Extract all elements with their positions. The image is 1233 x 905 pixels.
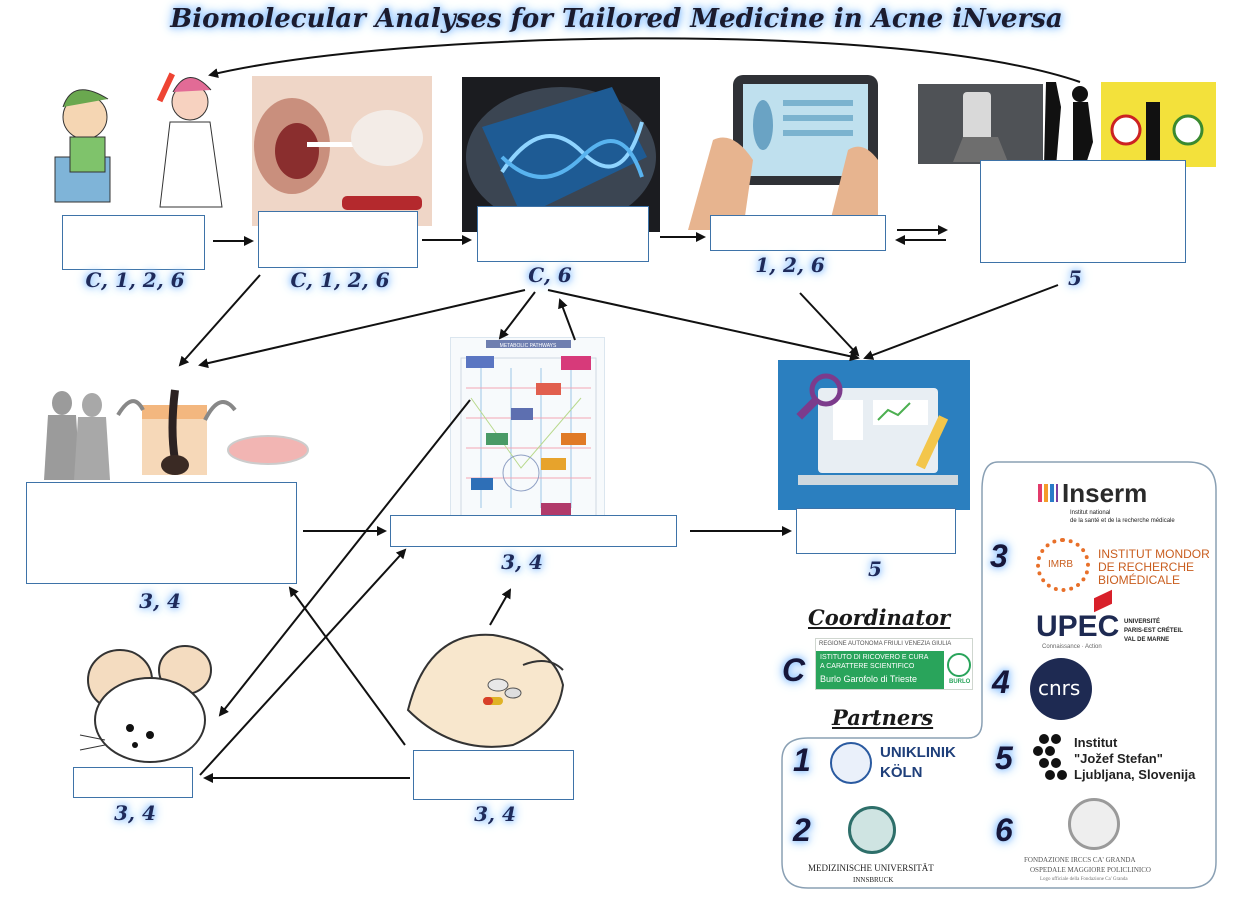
partner5-number: 5 bbox=[995, 740, 1013, 776]
pathways-label: 3, 4 bbox=[501, 550, 543, 574]
mouse-label: 3, 4 bbox=[114, 801, 156, 825]
child-vaccination-illustration bbox=[45, 62, 235, 222]
partner6-number: 6 bbox=[995, 812, 1013, 848]
analytics-label: 5 bbox=[868, 557, 882, 581]
partner4-number: 4 bbox=[992, 664, 1010, 700]
tablet-app-illustration bbox=[688, 70, 888, 230]
lifestyle-photos bbox=[918, 82, 1216, 170]
partners-heading: Partners bbox=[832, 705, 934, 730]
inserm-bars-icon bbox=[1038, 484, 1058, 502]
arrow-step3-pathways-left bbox=[498, 291, 536, 340]
metabolic-pathways-map: METABOLIC PATHWAYS bbox=[450, 337, 605, 527]
partner3-number: 3 bbox=[990, 538, 1008, 574]
burlo-badge-icon bbox=[947, 653, 971, 677]
pathways-header: METABOLIC PATHWAYS bbox=[500, 343, 557, 349]
burlo-line3: A CARATTERE SCIENTIFICO bbox=[820, 663, 915, 670]
arrow-step3-skin bbox=[198, 289, 526, 369]
step2-box bbox=[258, 211, 418, 268]
arrow-drug-skin bbox=[288, 586, 406, 746]
partner2-name: MEDIZINISCHE UNIVERSITÄT bbox=[808, 863, 934, 873]
ca-granda-seal-icon bbox=[1068, 798, 1120, 850]
burlo-line4: Burlo Garofolo di Trieste bbox=[820, 674, 918, 684]
burlo-green-band bbox=[816, 651, 944, 689]
burlo-line1: REGIONE AUTONOMA FRIULI VENEZIA GIULIA bbox=[819, 641, 952, 647]
uniklinik-logo-icon bbox=[830, 742, 872, 784]
partner6-line2: OSPEDALE MAGGIORE POLICLINICO bbox=[1030, 866, 1151, 874]
arrow-pathways-step3 bbox=[558, 298, 576, 341]
skin-box bbox=[26, 482, 297, 584]
pathways-box bbox=[390, 515, 677, 547]
partner2-number: 2 bbox=[793, 812, 811, 848]
step3-label: C, 6 bbox=[528, 263, 572, 287]
arrow-drug-pathways bbox=[489, 588, 511, 626]
partner5-line2: "Jožef Stefan" bbox=[1074, 751, 1163, 766]
upec-tag: Connaissance · Action bbox=[1042, 644, 1102, 650]
mouse-illustration bbox=[75, 640, 225, 770]
upec-line2: PARIS-EST CRÉTEIL bbox=[1124, 628, 1183, 634]
partners-panel-outline bbox=[781, 461, 1217, 889]
arrow-step5-analytics bbox=[863, 284, 1059, 360]
coordinator-letter: C bbox=[782, 652, 806, 688]
step1-box bbox=[62, 215, 205, 270]
step4-box bbox=[710, 215, 886, 251]
arrow-step4-analytics bbox=[799, 292, 860, 357]
step3-box bbox=[477, 206, 649, 262]
step5-label: 5 bbox=[1068, 266, 1082, 290]
imrb-line1: INSTITUT MONDOR bbox=[1098, 547, 1210, 561]
partner6-line1: FONDAZIONE IRCCS CA' GRANDA bbox=[1024, 856, 1136, 864]
skin-culture-illustration bbox=[40, 385, 310, 480]
upec-line3: VAL DE MARNE bbox=[1124, 637, 1170, 643]
imrb-line2: DE RECHERCHE bbox=[1098, 560, 1195, 574]
imrb-badge-icon bbox=[1036, 538, 1090, 592]
upec-line1: UNIVERSITÉ bbox=[1124, 619, 1161, 625]
partner1-name2: KÖLN bbox=[880, 764, 923, 781]
partner6-line3: Logo ufficiale della Fondazione Ca' Gran… bbox=[1040, 877, 1128, 882]
imrb-line3: BIOMÉDICALE bbox=[1098, 573, 1181, 587]
partner2-sub: INNSBRUCK bbox=[853, 876, 894, 884]
mouse-box bbox=[73, 767, 193, 798]
step2-label: C, 1, 2, 6 bbox=[290, 268, 390, 292]
step5-box bbox=[980, 160, 1186, 263]
partner5-line1: Institut bbox=[1074, 735, 1118, 750]
cnrs-logo-icon bbox=[1030, 658, 1092, 720]
step1-label: C, 1, 2, 6 bbox=[85, 268, 185, 292]
jozef-stefan-dots-icon bbox=[1033, 734, 1067, 780]
arrow-step3-analytics bbox=[547, 289, 860, 362]
burlo-line2: ISTITUTO DI RICOVERO E CURA bbox=[820, 654, 929, 661]
coordinator-heading: Coordinator bbox=[808, 605, 951, 630]
partner5-line3: Ljubljana, Slovenija bbox=[1074, 767, 1196, 782]
drug-box bbox=[413, 750, 574, 800]
inserm-sub1: Institut national bbox=[1070, 510, 1111, 516]
partner1-number: 1 bbox=[793, 742, 811, 778]
imrb-badge: IMRB bbox=[1048, 559, 1073, 570]
arrow-pathways-mouse bbox=[218, 399, 471, 717]
arrow-mouse-pathways bbox=[199, 548, 407, 776]
partner1-name1: UNIKLINIK bbox=[880, 744, 956, 761]
data-analytics-illustration bbox=[778, 360, 970, 510]
burlo-badge: BURLO bbox=[949, 679, 971, 685]
innsbruck-seal-icon bbox=[848, 806, 896, 854]
inserm-name: Inserm bbox=[1062, 478, 1148, 508]
skin-label: 3, 4 bbox=[139, 589, 181, 613]
arrow-feedback-loop bbox=[208, 37, 1081, 83]
saliva-swab-photo bbox=[252, 76, 432, 226]
analytics-box bbox=[796, 508, 956, 554]
partner4-name: cnrs bbox=[1038, 676, 1081, 700]
inserm-sub2: de la santé et de la recherche médicale bbox=[1070, 518, 1175, 524]
drug-label: 3, 4 bbox=[474, 802, 516, 826]
diagram-title: Biomolecular Analyses for Tailored Medic… bbox=[170, 4, 1063, 34]
step4-label: 1, 2, 6 bbox=[755, 253, 825, 277]
drug-hand-illustration bbox=[403, 625, 578, 750]
burlo-logo: REGIONE AUTONOMA FRIULI VENEZIA GIULIA I… bbox=[815, 638, 973, 690]
arrow-step2-skin bbox=[178, 274, 261, 367]
upec-name: UPEC bbox=[1036, 610, 1120, 643]
